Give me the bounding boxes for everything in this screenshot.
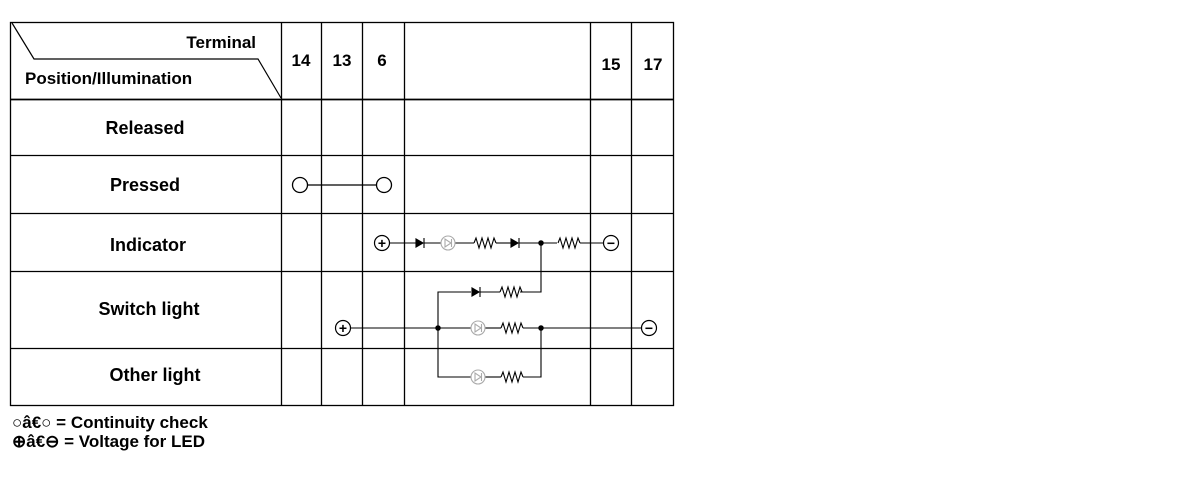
minus-icon: − [607,235,615,251]
junction-dot [538,325,544,331]
led-icon [470,369,486,385]
header-diagonal [11,22,282,99]
legend-voltage: ⊕â€⊖ = Voltage for LED [12,432,206,451]
plus-terminal-13: + [334,319,352,337]
terminal-17: 17 [644,55,663,74]
junction-dot [435,325,441,331]
row-label-pressed: Pressed [110,175,180,195]
header-position-label: Position/Illumination [25,69,192,88]
switch-light-circuit [350,285,641,385]
minus-terminal-17: − [640,319,658,337]
plus-terminal-6: + [373,234,391,252]
continuity-14-6 [291,176,393,194]
resistor-icon [473,236,497,250]
row-label-other-light: Other light [110,365,201,385]
continuity-terminal-circle [375,176,393,194]
diode-icon [471,287,481,297]
row-label-switch-light: Switch light [99,299,200,319]
table-grid [9,21,675,407]
diode-icon [415,238,425,248]
minus-icon: − [645,320,653,336]
minus-terminal-15: − [602,234,620,252]
plus-icon: + [378,235,386,251]
terminal-15: 15 [602,55,621,74]
terminal-6: 6 [377,51,386,70]
header-terminal-label: Terminal [186,33,256,52]
row-label-indicator: Indicator [110,235,186,255]
indicator-circuit [389,235,604,293]
resistor-icon [499,285,523,299]
row-label-released: Released [105,118,184,138]
terminal-14: 14 [292,51,311,70]
continuity-terminal-circle [291,176,309,194]
diode-icon [510,238,520,248]
resistor-icon [500,370,524,384]
resistor-icon [557,236,581,250]
resistor-icon [500,321,524,335]
plus-icon: + [339,320,347,336]
led-icon [440,235,456,251]
legend-continuity: ○â€○ = Continuity check [12,413,208,432]
terminal-13: 13 [333,51,352,70]
led-icon [470,320,486,336]
